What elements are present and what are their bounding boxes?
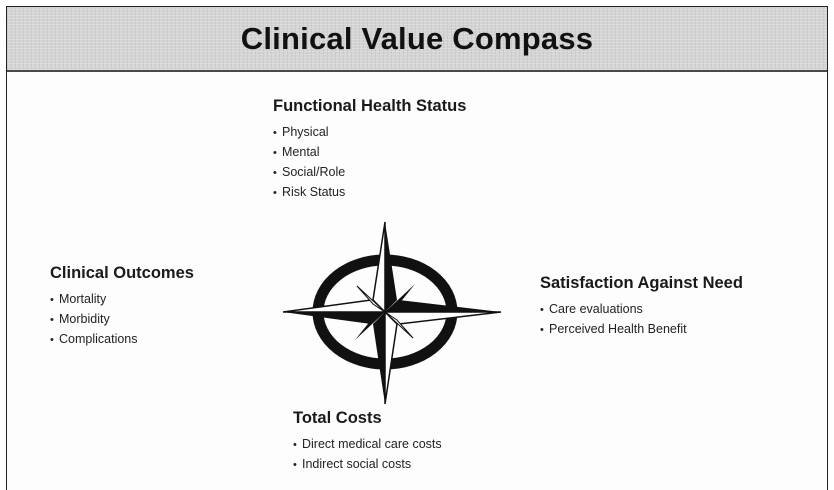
functional-health-status-section: Functional Health Status Physical Mental… (273, 97, 466, 203)
clinical-outcomes-list: Mortality Morbidity Complications (50, 290, 194, 350)
list-item: Mortality (50, 290, 194, 310)
compass-point-north-shade (385, 222, 397, 312)
compass-diagonal-se (384, 311, 414, 339)
compass-point-west-shade (283, 312, 385, 324)
clinical-outcomes-heading: Clinical Outcomes (50, 264, 194, 282)
total-costs-heading: Total Costs (293, 409, 382, 427)
title-banner: Clinical Value Compass (7, 7, 827, 72)
satisfaction-against-need-section: Satisfaction Against Need Care evaluatio… (540, 274, 743, 340)
list-item: Perceived Health Benefit (540, 320, 743, 340)
slide: Clinical Value Compass Functional Health… (6, 6, 828, 490)
compass-diagonal-nw (356, 285, 386, 313)
list-item: Indirect social costs (293, 455, 442, 475)
list-item: Morbidity (50, 310, 194, 330)
list-item: Care evaluations (540, 300, 743, 320)
compass-rose-icon (282, 221, 502, 405)
list-item: Social/Role (273, 163, 466, 183)
list-item: Physical (273, 123, 466, 143)
list-item: Direct medical care costs (293, 435, 442, 455)
compass-point-east-light (382, 311, 502, 325)
compass-point-south (373, 312, 385, 404)
functional-health-status-list: Physical Mental Social/Role Risk Status (273, 123, 466, 203)
list-item: Complications (50, 330, 194, 350)
compass-point-west (282, 299, 388, 313)
list-item: Mental (273, 143, 466, 163)
functional-health-status-heading: Functional Health Status (273, 97, 467, 115)
compass-diagonal-ne (385, 284, 415, 312)
list-item: Risk Status (273, 183, 466, 203)
clinical-outcomes-section: Clinical Outcomes Mortality Morbidity Co… (50, 264, 194, 350)
total-costs-list: Direct medical care costs Indirect socia… (293, 435, 442, 475)
page-title: Clinical Value Compass (240, 20, 594, 56)
total-costs-section: Total Costs Direct medical care costs In… (293, 409, 442, 475)
satisfaction-against-need-heading: Satisfaction Against Need (540, 274, 743, 292)
satisfaction-against-need-list: Care evaluations Perceived Health Benefi… (540, 300, 743, 340)
compass-diagonal-sw (355, 312, 385, 340)
compass-point-east (385, 300, 501, 312)
compass-point-north (372, 221, 386, 314)
